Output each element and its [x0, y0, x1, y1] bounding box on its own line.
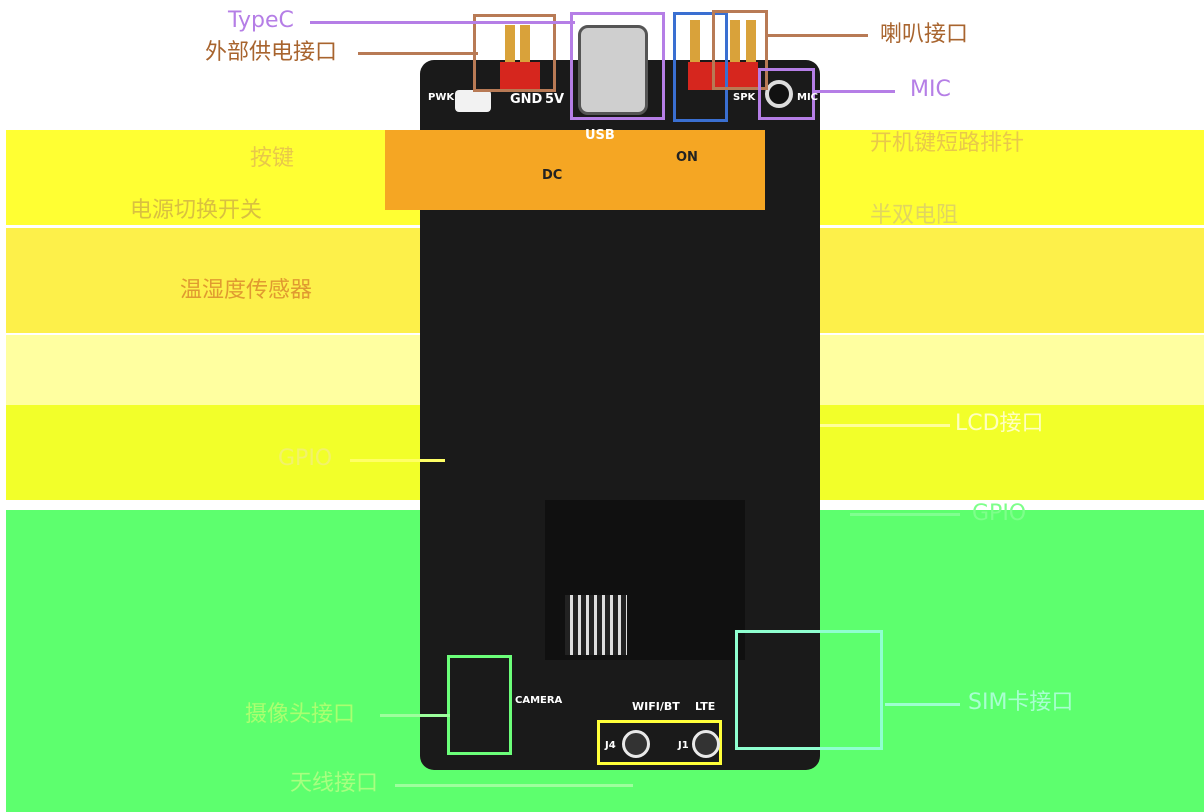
typec-box	[570, 12, 665, 120]
label-typec: TypeC	[228, 8, 294, 33]
silk-mic: MIC	[797, 92, 819, 103]
label-temp-humidity: 温湿度传感器	[180, 278, 313, 303]
mic-box	[758, 68, 815, 120]
camera-box	[447, 655, 512, 755]
camera-leader	[380, 714, 450, 717]
silk-pwk: PWK	[428, 92, 455, 103]
red-connector	[500, 62, 540, 90]
label-antenna: 天线接口	[290, 771, 379, 796]
label-lcd: LCD接口	[955, 411, 1044, 436]
silk-usb: USB	[585, 128, 615, 143]
label-ext-power: 外部供电接口	[205, 40, 338, 65]
silk-lte: LTE	[695, 700, 716, 713]
ext-power-box	[473, 14, 556, 92]
silk-spk: SPK	[733, 92, 756, 103]
board-strip	[385, 130, 765, 210]
mic-leader	[815, 90, 895, 93]
qr-code	[565, 595, 627, 655]
header-pin	[520, 25, 530, 70]
label-camera: 摄像头接口	[245, 702, 356, 727]
gpio-right-leader	[850, 513, 960, 516]
blue-box	[673, 12, 728, 122]
typec-leader	[310, 21, 575, 24]
label-speaker: 喇叭接口	[880, 22, 969, 47]
label-sim: SIM卡接口	[968, 690, 1074, 715]
lcd-leader	[820, 424, 950, 427]
silk-dc: DC	[542, 168, 563, 183]
header-pin	[730, 20, 740, 80]
gpio-left-leader	[350, 459, 445, 462]
sim-leader	[885, 703, 960, 706]
silk-j4: J4	[605, 740, 616, 751]
silk-j1: J1	[678, 740, 689, 751]
speaker-leader	[768, 34, 868, 37]
label-gpio-left: GPIO	[278, 446, 333, 471]
antenna-connector-j4	[622, 730, 650, 758]
antenna-connector-j1	[692, 730, 720, 758]
header-pin	[505, 25, 515, 70]
silk-5v: 5V	[545, 92, 565, 107]
silk-gnd: GND	[510, 92, 543, 107]
header-pin	[746, 20, 756, 80]
antenna-leader	[395, 784, 633, 787]
silk-camera: CAMERA	[515, 695, 563, 706]
label-sensor: 半双电阻	[870, 203, 959, 228]
usb-c-port	[578, 25, 648, 115]
ext-power-leader	[358, 52, 478, 55]
pwk-button	[455, 90, 491, 112]
label-gpio-right: GPIO	[972, 501, 1027, 526]
label-boot-short: 开机键短路排针	[870, 131, 1025, 156]
silk-on: ON	[676, 150, 698, 165]
label-mic: MIC	[910, 77, 951, 102]
header-pin	[690, 20, 700, 80]
label-power-switch: 电源切换开关	[130, 198, 263, 223]
antenna-box	[597, 720, 722, 765]
sim-box	[735, 630, 883, 750]
mic-jack	[765, 80, 793, 108]
speaker-box	[712, 10, 768, 90]
red-connector	[688, 62, 758, 90]
label-button: 按键	[250, 146, 295, 171]
silk-wifi-bt: WIFI/BT	[632, 700, 680, 713]
